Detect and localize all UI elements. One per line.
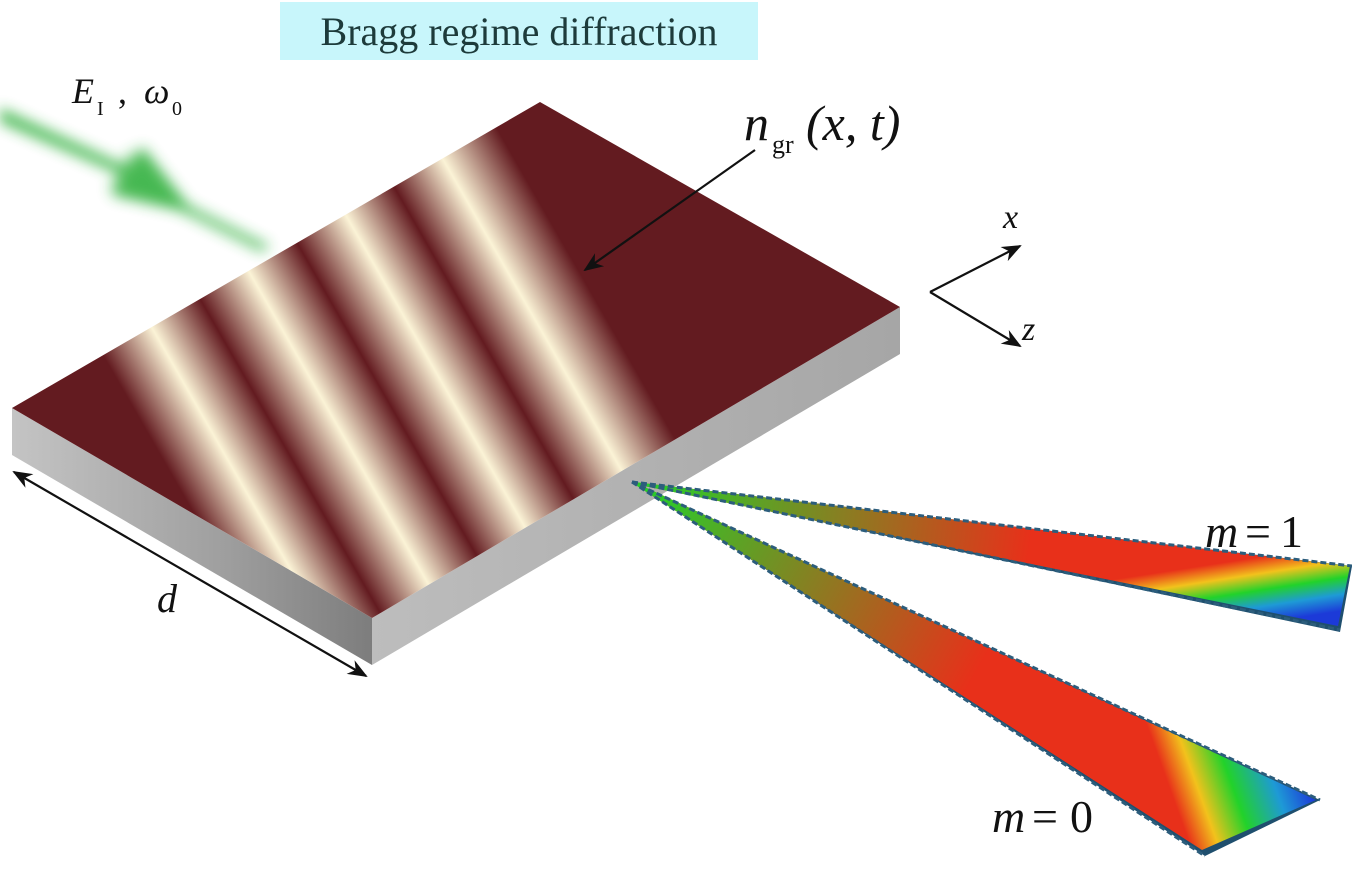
svg-text:=: = [1245, 506, 1271, 557]
incident-label: E I , ω 0 [71, 71, 182, 120]
svg-text:ω: ω [144, 71, 169, 111]
thickness-label: d [157, 576, 178, 621]
page-title: Bragg regime diffraction [280, 2, 758, 60]
svg-text:0: 0 [1070, 791, 1093, 842]
order-label-m0: m = 0 [992, 791, 1093, 842]
z-axis-label: z [1021, 311, 1035, 348]
thickness-arrow [12, 471, 368, 677]
svg-text:,: , [118, 71, 127, 111]
svg-text:m: m [1205, 506, 1238, 557]
z-axis-arrow [929, 291, 1022, 348]
grating-label: n gr (x, t) [744, 95, 900, 159]
order-label-m1: m = 1 [1205, 506, 1303, 557]
x-axis-label: x [1002, 199, 1018, 236]
diffracted-beam-m0 [631, 480, 1321, 858]
svg-text:m: m [992, 791, 1025, 842]
svg-text:E: E [71, 71, 94, 111]
svg-text:1: 1 [1280, 506, 1303, 557]
svg-text:0: 0 [172, 98, 182, 120]
x-axis-arrow [929, 245, 1022, 293]
svg-text:I: I [97, 98, 104, 120]
incident-beam-arrow [0, 108, 270, 252]
svg-text:gr: gr [772, 130, 794, 159]
svg-text:n: n [744, 95, 769, 151]
svg-text:(x, t): (x, t) [806, 95, 900, 151]
diffracted-beam-m1 [631, 480, 1352, 632]
axes-indicator: x z [929, 199, 1035, 348]
svg-text:=: = [1032, 791, 1058, 842]
grating-pointer-arrow [583, 149, 756, 272]
